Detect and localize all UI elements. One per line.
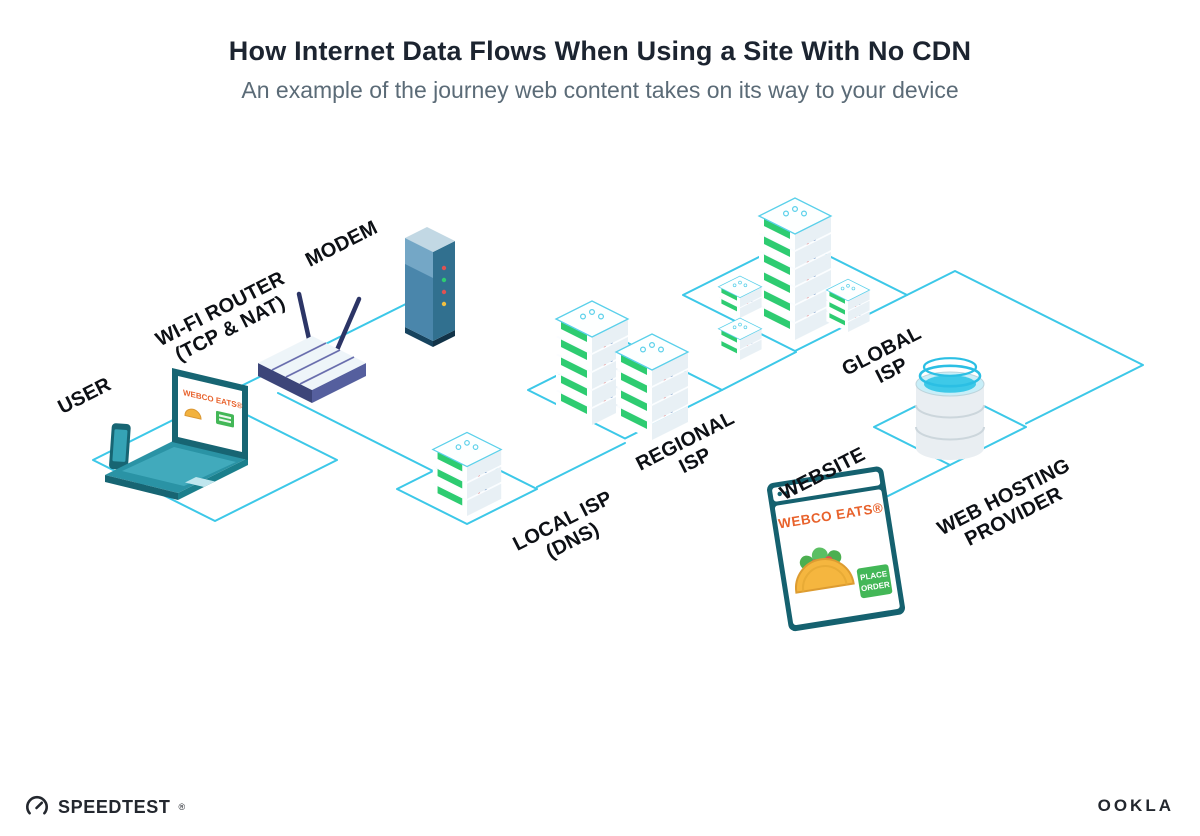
modem-led <box>441 289 447 295</box>
svg-text:PLACE: PLACE <box>860 569 889 582</box>
page-title: How Internet Data Flows When Using a Sit… <box>228 36 972 66</box>
browser-dot <box>777 491 782 497</box>
local-isp-servers <box>432 431 502 516</box>
phone-illustration <box>109 423 131 470</box>
regional-isp-servers <box>555 300 689 440</box>
taco-illustration <box>795 547 855 594</box>
global-isp-servers <box>718 197 870 360</box>
user-laptop-illustration: WEBCO EATS® <box>105 368 248 500</box>
router-to-localisp-line <box>277 392 438 474</box>
svg-text:ORDER: ORDER <box>860 580 890 593</box>
web-hosting-illustration <box>915 357 985 460</box>
modem-illustration <box>405 227 455 347</box>
laptop-taco-icon <box>184 408 202 420</box>
router-illustration <box>258 291 366 403</box>
speedtest-gauge-icon <box>26 796 48 815</box>
speedtest-logo: SPEEDTEST ® <box>24 794 185 820</box>
speedtest-wordmark: SPEEDTEST <box>58 796 171 817</box>
user-to-modem-line <box>214 286 441 400</box>
speedtest-trademark: ® <box>178 802 186 812</box>
place-order-button: PLACE ORDER <box>856 564 893 599</box>
page-header: How Internet Data Flows When Using a Sit… <box>0 36 1200 104</box>
laptop-trackpad <box>185 477 215 487</box>
website-illustration: WEBCO EATS® PLACE ORDER <box>767 466 906 632</box>
modem-led <box>441 277 447 283</box>
localisp-to-regional-line <box>536 442 626 488</box>
browser-dot <box>792 489 797 494</box>
global-to-hosting-line <box>906 270 1144 425</box>
page-subtitle: An example of the journey web content ta… <box>241 77 959 103</box>
browser-dot <box>784 490 790 496</box>
ookla-wordmark: OOKLA <box>1097 796 1174 815</box>
modem-led <box>441 265 447 271</box>
regional-to-global-line <box>721 351 797 391</box>
modem-led <box>441 301 447 307</box>
router-antenna <box>334 296 362 353</box>
ookla-logo: OOKLA <box>1098 796 1174 816</box>
